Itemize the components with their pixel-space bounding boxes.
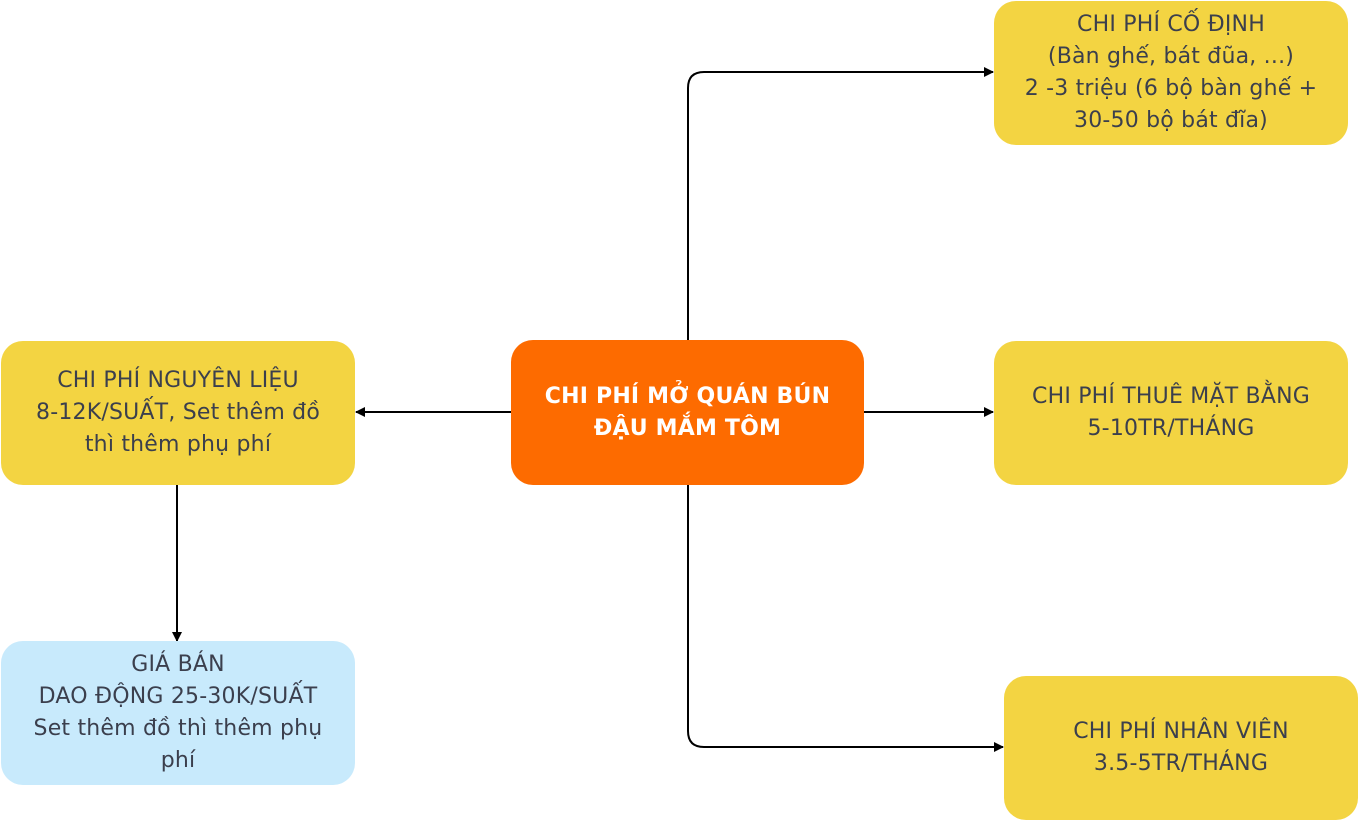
fixed-cost-line-1: CHI PHÍ CỐ ĐỊNH <box>1077 12 1265 37</box>
fixed-cost-line-4: 30-50 bộ bát đĩa) <box>1074 108 1268 133</box>
rent-cost-node[interactable]: CHI PHÍ THUÊ MẶT BẰNG 5-10TR/THÁNG <box>994 341 1348 485</box>
rent-cost-line-2: 5-10TR/THÁNG <box>1087 416 1255 441</box>
connector-to-fixed-cost <box>687 67 994 340</box>
center-node-line-1: CHI PHÍ MỞ QUÁN BÚN <box>544 383 831 409</box>
selling-price-line-3: Set thêm đồ thì thêm phụ <box>33 716 323 741</box>
selling-price-node[interactable]: GIÁ BÁN DAO ĐỘNG 25-30K/SUẤT Set thêm đồ… <box>1 641 355 785</box>
ingredient-cost-line-3: thì thêm phụ phí <box>84 432 272 457</box>
staff-cost-line-2: 3.5-5TR/THÁNG <box>1093 751 1269 776</box>
ingredient-cost-line-2: 8-12K/SUẤT, Set thêm đồ <box>36 400 320 425</box>
fixed-cost-line-3: 2 -3 triệu (6 bộ bàn ghế + <box>1024 76 1318 101</box>
selling-price-line-1: GIÁ BÁN <box>131 652 225 677</box>
fixed-cost-node[interactable]: CHI PHÍ CỐ ĐỊNH (Bàn ghế, bát đũa, ...) … <box>994 1 1348 145</box>
ingredient-cost-node[interactable]: CHI PHÍ NGUYÊN LIỆU 8-12K/SUẤT, Set thêm… <box>1 341 355 485</box>
connector-to-staff-cost <box>687 485 1004 752</box>
rent-cost-line-1: CHI PHÍ THUÊ MẶT BẰNG <box>1032 384 1310 409</box>
selling-price-line-4: phí <box>160 748 196 773</box>
selling-price-line-2: DAO ĐỘNG 25-30K/SUẤT <box>38 684 318 709</box>
staff-cost-line-1: CHI PHÍ NHÂN VIÊN <box>1073 719 1289 744</box>
center-node[interactable]: CHI PHÍ MỞ QUÁN BÚN ĐẬU MẮM TÔM <box>511 340 864 485</box>
ingredient-cost-line-1: CHI PHÍ NGUYÊN LIỆU <box>57 368 299 393</box>
center-node-line-2: ĐẬU MẮM TÔM <box>593 415 782 441</box>
fixed-cost-line-2: (Bàn ghế, bát đũa, ...) <box>1047 44 1295 69</box>
staff-cost-node[interactable]: CHI PHÍ NHÂN VIÊN 3.5-5TR/THÁNG <box>1004 676 1358 820</box>
